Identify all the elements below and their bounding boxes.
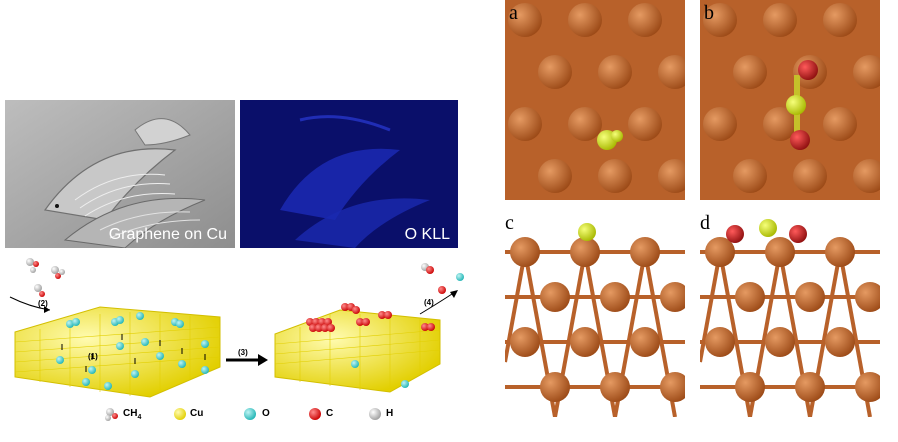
legend-c: C <box>326 408 334 419</box>
legend-o: O <box>262 408 270 419</box>
legend-h: H <box>386 408 394 419</box>
schematic-drawing <box>9 258 464 421</box>
panel-c-slab <box>505 223 685 417</box>
sem-micrograph-image <box>5 100 235 248</box>
step-label: (4) <box>424 298 434 307</box>
panel-letter: c <box>505 212 514 234</box>
panel-letter: a <box>509 2 518 24</box>
sem-label: Graphene on Cu <box>108 226 227 243</box>
panel-b: b <box>700 0 880 200</box>
legend-ch4-text: CH <box>123 408 138 419</box>
panel-letter: d <box>700 212 710 234</box>
okll-map-image <box>240 100 458 248</box>
panel-c: c <box>505 212 685 417</box>
panel-d-slab <box>700 219 880 417</box>
step-label: (3) <box>238 348 248 357</box>
sem-micrograph: Graphene on Cu <box>5 100 235 248</box>
panel-d: d <box>700 212 880 417</box>
legend-ch4: CH4 <box>123 408 141 421</box>
legend-cu: Cu <box>190 408 204 419</box>
panel-letter: b <box>704 2 714 24</box>
panel-a-slab <box>505 0 685 200</box>
step-label: (2) <box>38 299 48 308</box>
okll-map: O KLL <box>240 100 458 248</box>
panel-a: a <box>505 0 685 200</box>
reaction-schematic: (1) (2) (3) (4) CH4 Cu O C H <box>0 252 470 437</box>
legend-ch4-subscript: 4 <box>137 414 142 421</box>
panel-b-slab <box>700 0 880 200</box>
step-label: (1) <box>88 352 98 361</box>
okll-label: O KLL <box>404 226 450 243</box>
